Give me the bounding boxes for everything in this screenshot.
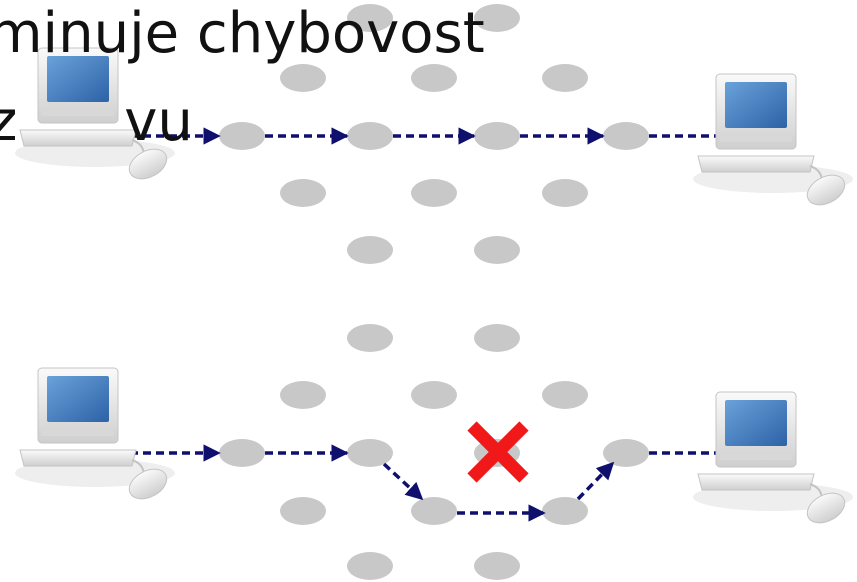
network-node <box>474 324 520 352</box>
network-node <box>280 64 326 92</box>
destination-computer-icon <box>692 73 854 212</box>
network-node <box>219 122 265 150</box>
source-computer-icon <box>14 367 176 506</box>
network-node <box>347 4 393 32</box>
network-node <box>542 179 588 207</box>
network-node <box>280 497 326 525</box>
route-arrow <box>382 462 424 501</box>
network-node <box>603 122 649 150</box>
route-arrow <box>576 461 615 501</box>
network-node <box>474 122 520 150</box>
network-node <box>542 64 588 92</box>
network-node <box>347 122 393 150</box>
network-node <box>347 324 393 352</box>
network-node <box>542 497 588 525</box>
network-node <box>280 179 326 207</box>
network-node <box>347 439 393 467</box>
network-node <box>474 552 520 580</box>
network-node <box>411 179 457 207</box>
destination-computer-icon <box>692 391 854 530</box>
network-node <box>474 236 520 264</box>
network-node <box>411 64 457 92</box>
network-node <box>542 381 588 409</box>
network-node <box>411 497 457 525</box>
caption-line-2: z vu <box>0 89 193 154</box>
network-node <box>474 4 520 32</box>
x-mark-icon <box>467 421 529 483</box>
network-node <box>347 552 393 580</box>
caption-line-1: minuje chybovost <box>0 1 485 66</box>
network-node <box>347 236 393 264</box>
network-node <box>603 439 649 467</box>
network-node <box>280 381 326 409</box>
network-node <box>411 381 457 409</box>
top-network <box>219 4 649 264</box>
network-node <box>219 439 265 467</box>
